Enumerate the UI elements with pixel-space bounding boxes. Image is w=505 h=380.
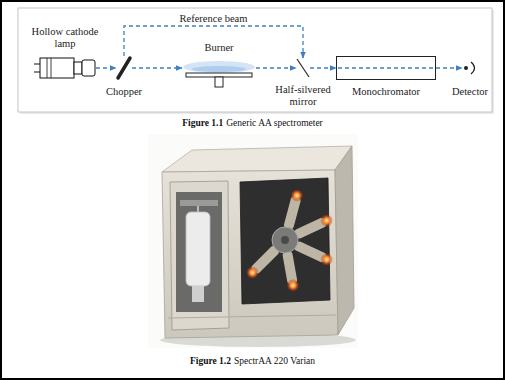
mono-symbol xyxy=(336,56,436,80)
caption-text: Generic AA spectrometer xyxy=(226,118,323,129)
burner-component: Burner xyxy=(182,58,256,88)
monochromator-box: Monochromator xyxy=(336,56,436,80)
sample-door xyxy=(170,181,229,330)
lamp-compartment xyxy=(240,178,330,304)
lamp-component: Hollow cathode lamp xyxy=(34,57,96,79)
light-beam xyxy=(310,67,336,68)
burner-part xyxy=(192,66,246,72)
chopper-component: Chopper xyxy=(116,56,132,80)
mono-part xyxy=(337,57,436,80)
lamp-part xyxy=(34,72,40,73)
burner-part xyxy=(186,73,252,77)
figure-number: Figure 1.1 xyxy=(182,118,223,129)
component-label: Half-silvered mirror xyxy=(270,84,336,108)
chopper-symbol xyxy=(118,58,130,78)
mono-part xyxy=(338,67,434,68)
sample-compartment xyxy=(176,192,222,312)
figure-number: Figure 1.2 xyxy=(190,356,231,367)
lamp xyxy=(244,244,281,281)
component-label: Monochromator xyxy=(352,86,420,98)
light-beam xyxy=(256,67,296,68)
instrument-front xyxy=(162,170,338,338)
instrument-side xyxy=(335,146,354,335)
lamp xyxy=(244,264,261,281)
lamp-part xyxy=(82,60,95,76)
det-part xyxy=(471,62,475,74)
lamp-part xyxy=(51,58,52,78)
mirror-symbol xyxy=(297,59,309,77)
light-beam xyxy=(124,26,303,58)
light-beam xyxy=(96,67,116,68)
mirror-part xyxy=(297,59,309,77)
mono-symbol xyxy=(337,57,436,80)
figure-caption: Figure 1.1Generic AA spectrometer xyxy=(0,118,505,129)
mirror-symbol xyxy=(296,58,310,78)
burner-symbol xyxy=(182,58,256,88)
lamp xyxy=(290,188,305,203)
burner-symbol xyxy=(183,61,255,87)
turret-hub xyxy=(281,236,289,244)
lamp xyxy=(293,240,334,268)
component-label: Hollow cathode lamp xyxy=(23,26,107,50)
lamp xyxy=(319,213,335,229)
beam-label: Reference beam xyxy=(178,13,250,25)
lamp-part xyxy=(40,58,74,78)
det-symbol xyxy=(462,60,478,76)
lamp-part xyxy=(34,64,40,65)
tube xyxy=(197,206,199,212)
component-label: Chopper xyxy=(106,86,142,98)
det-symbol xyxy=(464,62,475,74)
lamp-part xyxy=(47,58,48,78)
lamp-part xyxy=(74,62,82,74)
lamp xyxy=(293,213,334,241)
det-part xyxy=(464,66,468,70)
light-beam xyxy=(436,67,462,68)
component-label: Detector xyxy=(452,86,488,98)
lamp-symbol xyxy=(34,57,96,79)
detector-component: Detector xyxy=(462,60,478,76)
chopper-symbol xyxy=(116,56,132,80)
lamp-turret xyxy=(272,227,298,253)
instrument-top xyxy=(162,146,352,172)
figure-caption: Figure 1.2SpectrAA 220 Varian xyxy=(0,356,505,367)
caption-text: SpectrAA 220 Varian xyxy=(234,356,315,367)
mirror-component: Half-silvered mirror xyxy=(296,58,310,78)
lamp xyxy=(319,251,335,267)
lamp xyxy=(282,188,304,230)
chopper-part xyxy=(118,58,130,78)
drain xyxy=(192,286,204,302)
lamp-symbol xyxy=(34,58,95,78)
lamp xyxy=(281,251,300,292)
burner-head xyxy=(180,200,218,206)
photo-ground xyxy=(148,134,358,348)
component-label: Burner xyxy=(204,42,233,54)
lamp xyxy=(286,278,300,292)
lamp xyxy=(282,251,297,284)
diagram-panel xyxy=(18,8,492,112)
light-beam xyxy=(132,67,182,68)
spray-chamber xyxy=(186,212,210,286)
burner-part xyxy=(183,61,255,73)
panel-seam xyxy=(168,315,336,318)
burner-part xyxy=(215,77,223,87)
instrument-photo xyxy=(148,134,358,348)
